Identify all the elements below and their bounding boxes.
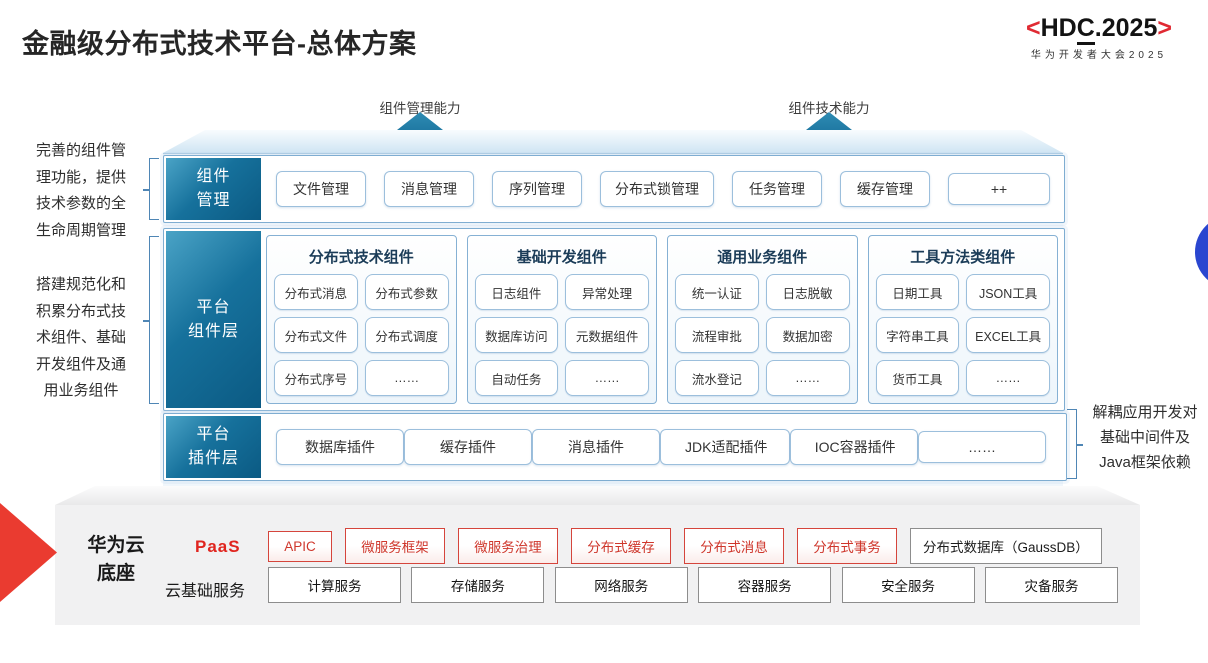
huawei-cloud-base-label: 华为云 底座 [87, 535, 145, 584]
service-distributed-transaction: 分布式事务 [797, 528, 897, 564]
row-component-management: 组件 管理 文件管理 消息管理 序列管理 分布式锁管理 任务管理 缓存管理 ++ [163, 155, 1065, 223]
service-compute: 计算服务 [268, 567, 401, 603]
group-title: 分布式技术组件 [308, 249, 414, 266]
note-component-building: 搭建规范化和 积累分布式技 术组件、基础 开发组件及通 用业务组件 [35, 276, 126, 399]
paas-label: PaaS [195, 537, 241, 556]
left-bracket [143, 158, 159, 220]
cell-auto-task: 自动任务 [474, 360, 559, 396]
cell-distributed-file: 分布式文件 [274, 317, 358, 353]
component-groups: 分布式技术组件 分布式消息 分布式参数 分布式文件 分布式调度 分布式序号 ……… [266, 235, 1058, 404]
cell-more: …… [966, 360, 1050, 396]
service-distributed-message: 分布式消息 [684, 528, 784, 564]
cell-log-masking: 日志脱敏 [765, 274, 850, 310]
group-title: 通用业务组件 [717, 249, 808, 266]
paas-services-row: APIC 微服务框架 微服务治理 分布式缓存 分布式消息 分布式事务 分布式数据… [268, 528, 1122, 564]
service-apic: APIC [268, 530, 332, 562]
cell-unified-auth: 统一认证 [675, 274, 759, 310]
page-title: 金融级分布式技术平台-总体方案 [22, 29, 417, 59]
red-arrow-icon [0, 503, 57, 602]
cell-distributed-parameter: 分布式参数 [364, 274, 449, 310]
note-component-management: 完善的组件管 理功能，提供 技术参数的全 生命周期管理 [35, 142, 126, 239]
blue-circle-decoration [1195, 215, 1208, 289]
cell-database-access: 数据库访问 [474, 317, 559, 353]
cell-distributed-sequence: 分布式序号 [274, 360, 358, 396]
item-cache-plugin: 缓存插件 [404, 429, 532, 465]
item-jdk-adapter-plugin: JDK适配插件 [660, 429, 790, 465]
cell-data-encryption: 数据加密 [765, 317, 850, 353]
item-distributed-lock-management: 分布式锁管理 [600, 171, 714, 207]
item-file-management: 文件管理 [276, 171, 366, 207]
component-management-items: 文件管理 消息管理 序列管理 分布式锁管理 任务管理 缓存管理 ++ [276, 156, 1050, 222]
row-label-platform-component-layer: 平台 组件层 [166, 231, 261, 408]
item-sequence-management: 序列管理 [492, 171, 582, 207]
group-grid: 统一认证 日志脱敏 流程审批 数据加密 流水登记 …… [675, 274, 850, 396]
item-message-plugin: 消息插件 [532, 429, 660, 465]
service-container: 容器服务 [698, 567, 832, 603]
group-basic-dev-components: 基础开发组件 日志组件 异常处理 数据库访问 元数据组件 自动任务 …… [466, 235, 657, 404]
manage-capability-label: 组件管理能力 [379, 101, 461, 116]
platform-panel-top-face [163, 130, 1063, 153]
right-bracket [1067, 409, 1083, 479]
cell-currency-tool: 货币工具 [875, 360, 960, 396]
group-utility-components: 工具方法类组件 日期工具 JSON工具 字符串工具 EXCEL工具 货币工具 …… [867, 235, 1058, 404]
cell-log-component: 日志组件 [474, 274, 559, 310]
group-distributed-tech-components: 分布式技术组件 分布式消息 分布式参数 分布式文件 分布式调度 分布式序号 …… [266, 235, 457, 404]
item-task-management: 任务管理 [732, 171, 822, 207]
service-microservice-governance: 微服务治理 [458, 528, 558, 564]
cloud-basic-services-row: 计算服务 存储服务 网络服务 容器服务 安全服务 灾备服务 [268, 567, 1118, 603]
group-common-business-components: 通用业务组件 统一认证 日志脱敏 流程审批 数据加密 流水登记 …… [667, 235, 858, 404]
group-grid: 分布式消息 分布式参数 分布式文件 分布式调度 分布式序号 …… [274, 274, 449, 396]
cell-date-tool: 日期工具 [875, 274, 960, 310]
item-database-plugin: 数据库插件 [276, 429, 404, 465]
item-cache-management: 缓存管理 [840, 171, 930, 207]
hdc-2025-logo: <HDC.2025> 华为开发者大会2025 [996, 14, 1202, 61]
cell-more: …… [565, 360, 649, 396]
cell-exception-handling: 异常处理 [565, 274, 649, 310]
service-disaster-recovery: 灾备服务 [984, 567, 1118, 603]
logo-open-bracket: < [1026, 14, 1041, 42]
service-distributed-database-gaussdb: 分布式数据库（GaussDB） [910, 528, 1102, 564]
cloud-basic-services-label: 云基础服务 [165, 583, 246, 600]
row-platform-component-layer: 平台 组件层 分布式技术组件 分布式消息 分布式参数 分布式文件 分布式调度 分… [163, 228, 1065, 411]
cell-more: …… [364, 360, 449, 396]
group-grid: 日期工具 JSON工具 字符串工具 EXCEL工具 货币工具 …… [875, 274, 1050, 396]
item-ioc-container-plugin: IOC容器插件 [789, 429, 918, 465]
huawei-cloud-base-section: 华为云 底座 PaaS APIC 微服务框架 微服务治理 分布式缓存 分布式消息… [55, 505, 1140, 625]
logo-close-bracket: > [1157, 14, 1172, 42]
cell-string-tool: 字符串工具 [875, 317, 960, 353]
left-bracket [143, 236, 159, 404]
service-network: 网络服务 [554, 567, 688, 603]
cell-more: …… [765, 360, 850, 396]
group-title: 基础开发组件 [516, 249, 607, 266]
cell-json-tool: JSON工具 [966, 274, 1050, 310]
group-title: 工具方法类组件 [910, 249, 1016, 266]
cell-transaction-register: 流水登记 [675, 360, 759, 396]
cell-distributed-scheduling: 分布式调度 [364, 317, 449, 353]
cell-excel-tool: EXCEL工具 [966, 317, 1050, 353]
hdc-logo-subtitle: 华为开发者大会2025 [1030, 50, 1168, 61]
group-grid: 日志组件 异常处理 数据库访问 元数据组件 自动任务 …… [474, 274, 649, 396]
item-more: …… [918, 431, 1046, 463]
tech-capability-label: 组件技术能力 [788, 101, 870, 116]
cell-metadata-component: 元数据组件 [565, 317, 649, 353]
service-storage: 存储服务 [411, 567, 545, 603]
plugin-items: 数据库插件 缓存插件 消息插件 JDK适配插件 IOC容器插件 …… [276, 414, 1046, 480]
hdc-logo-text: <HDC.2025> [996, 14, 1202, 45]
service-distributed-cache: 分布式缓存 [571, 528, 671, 564]
item-message-management: 消息管理 [384, 171, 474, 207]
item-more-plus: ++ [948, 173, 1050, 205]
cloud-slab-top-face [55, 486, 1140, 505]
row-platform-plugin-layer: 平台 插件层 数据库插件 缓存插件 消息插件 JDK适配插件 IOC容器插件 …… [163, 413, 1067, 481]
note-decouple-dependency: 解耦应用开发对 基础中间件及 Java框架依赖 [1092, 404, 1198, 471]
row-label-component-management: 组件 管理 [166, 158, 261, 220]
service-security: 安全服务 [841, 567, 975, 603]
service-microservice-framework: 微服务框架 [345, 528, 445, 564]
cell-distributed-message: 分布式消息 [274, 274, 358, 310]
row-label-platform-plugin-layer: 平台 插件层 [166, 416, 261, 478]
cell-process-approval: 流程审批 [675, 317, 759, 353]
